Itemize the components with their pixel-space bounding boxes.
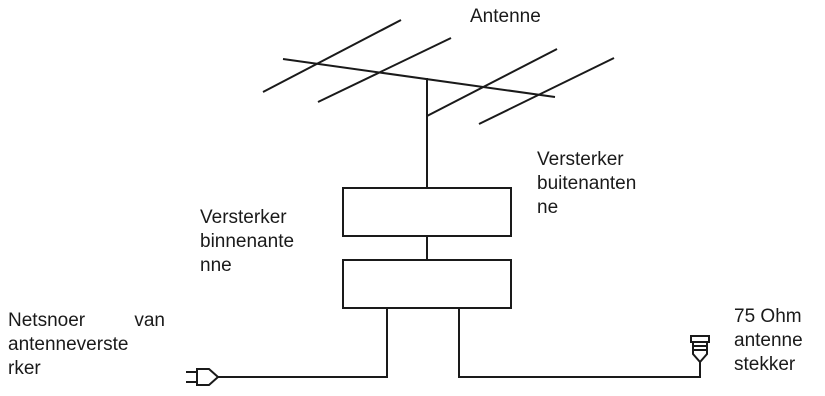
antenna-label: Antenne <box>470 6 541 27</box>
antenna-plug-label: 75 Ohm antenne stekker <box>734 305 803 377</box>
outdoor-amplifier-label: Versterker buitenanten ne <box>537 148 636 220</box>
indoor-amplifier-box <box>342 259 512 309</box>
antenna-element <box>478 57 615 125</box>
antenna-plug-label-line: 75 Ohm <box>734 306 802 327</box>
power-cord-label-line: rker <box>8 358 41 379</box>
power-cord-cable <box>218 308 388 378</box>
outdoor-amplifier-label-line: buitenanten <box>537 173 637 194</box>
antenna-element <box>426 48 558 117</box>
antenna-plug-label-line: stekker <box>734 354 796 375</box>
outdoor-amplifier-label-line: Versterker <box>537 149 624 170</box>
indoor-amplifier-label: Versterker binnenante nne <box>200 206 294 278</box>
power-cord-label: Netsnoer van antenneverste rker <box>8 309 165 381</box>
antenna-cable <box>458 308 701 378</box>
indoor-amplifier-label-line: nne <box>200 255 232 276</box>
power-plug-icon <box>186 368 220 386</box>
outdoor-amplifier-label-line: ne <box>537 197 559 218</box>
antenna-element <box>262 19 402 93</box>
antenna-element <box>317 37 452 103</box>
power-cord-label-line: Netsnoer van <box>8 310 165 331</box>
antenna-plug-label-line: antenne <box>734 330 803 351</box>
outdoor-amplifier-box <box>342 187 512 237</box>
indoor-amplifier-label-line: binnenante <box>200 231 295 252</box>
power-cord-label-line: antenneverste <box>8 334 129 355</box>
antenna-boom <box>282 58 556 98</box>
indoor-amplifier-label-line: Versterker <box>200 207 287 228</box>
coax-connector-icon <box>690 335 710 364</box>
antenna-drawing <box>262 19 615 188</box>
